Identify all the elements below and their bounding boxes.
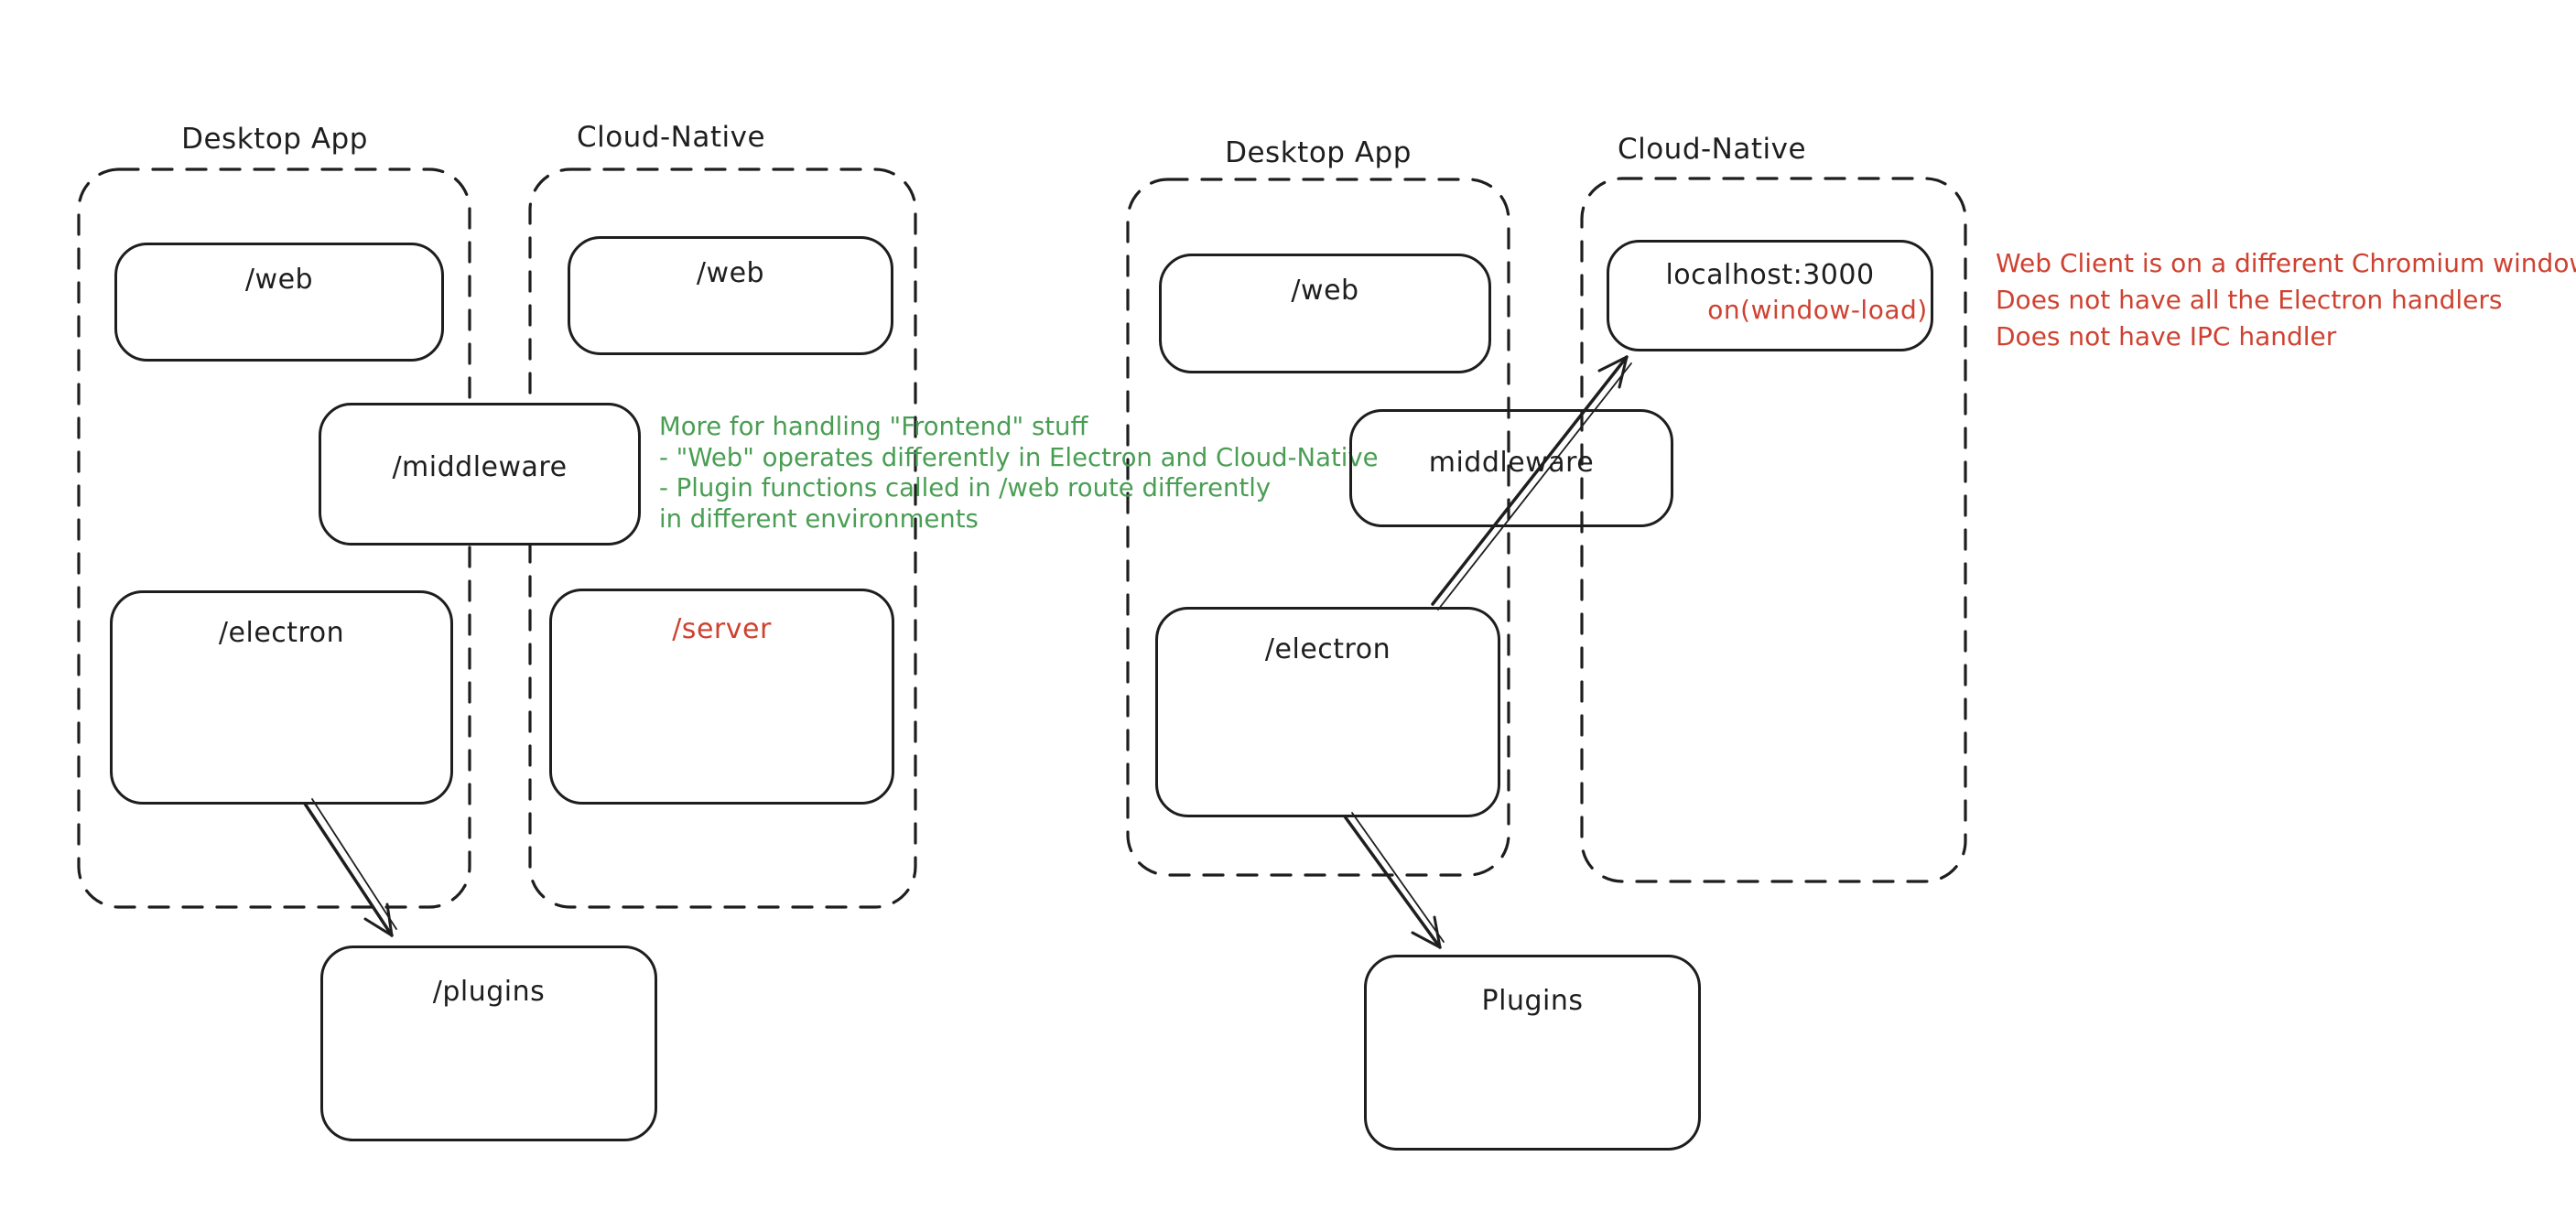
- right-plugins-label: Plugins: [1481, 985, 1584, 1017]
- right-localhost-box: localhost:3000 on(window-load): [1607, 240, 1933, 351]
- green-note-line: - Plugin functions called in /web route …: [659, 473, 1272, 503]
- green-note-line: in different environments: [659, 503, 979, 534]
- arrow-left-electron-to-plugins: [303, 798, 397, 937]
- left-electron-box: /electron: [110, 590, 453, 805]
- left-desktop-web-label: /web: [244, 264, 314, 296]
- right-middleware-label: middleware: [1428, 447, 1595, 479]
- red-note-line: Does not have all the Electron handlers: [1996, 285, 2503, 315]
- right-desktop-container-title: Desktop App: [1225, 136, 1412, 169]
- left-desktop-container-outline: [77, 168, 471, 909]
- right-electron-label: /electron: [1264, 633, 1391, 665]
- left-cloud-container-outline: [528, 168, 917, 909]
- left-middleware-box: /middleware: [319, 403, 641, 546]
- left-desktop-container-title: Desktop App: [181, 123, 368, 156]
- right-localhost-label: localhost:3000: [1665, 259, 1875, 291]
- right-red-annotation: Web Client is on a different Chromium wi…: [1996, 245, 2576, 355]
- right-desktop-web-label: /web: [1291, 275, 1359, 307]
- left-cloud-web-box: /web: [568, 236, 893, 355]
- green-note-line: - "Web" operates differently in Electron…: [659, 442, 1379, 472]
- right-middleware-box: middleware: [1349, 409, 1673, 527]
- right-electron-box: /electron: [1155, 607, 1500, 817]
- arrow-right-electron-to-localhost: [1431, 355, 1632, 611]
- left-server-box: /server: [549, 589, 894, 805]
- left-electron-label: /electron: [218, 617, 345, 649]
- left-plugins-box: /plugins: [320, 946, 657, 1141]
- left-plugins-label: /plugins: [432, 976, 546, 1008]
- red-note-line: Web Client is on a different Chromium wi…: [1996, 248, 2576, 278]
- right-desktop-web-box: /web: [1159, 254, 1491, 373]
- right-cloud-container-outline: [1580, 177, 1967, 883]
- green-note-line: More for handling "Frontend" stuff: [659, 412, 1088, 441]
- left-middleware-label: /middleware: [392, 451, 568, 483]
- right-window-load-label: on(window-load): [1707, 295, 1928, 325]
- arrow-right-electron-to-plugins: [1343, 812, 1445, 949]
- left-cloud-container-title: Cloud-Native: [576, 121, 766, 154]
- left-green-annotation: More for handling "Frontend" stuff - "We…: [659, 412, 1379, 535]
- left-cloud-web-label: /web: [696, 257, 765, 289]
- right-cloud-container-title: Cloud-Native: [1617, 133, 1807, 166]
- right-plugins-box: Plugins: [1364, 955, 1701, 1151]
- left-server-label: /server: [672, 613, 772, 645]
- red-note-line: Does not have IPC handler: [1996, 321, 2337, 351]
- right-desktop-container-outline: [1126, 178, 1510, 877]
- left-desktop-web-box: /web: [114, 243, 444, 362]
